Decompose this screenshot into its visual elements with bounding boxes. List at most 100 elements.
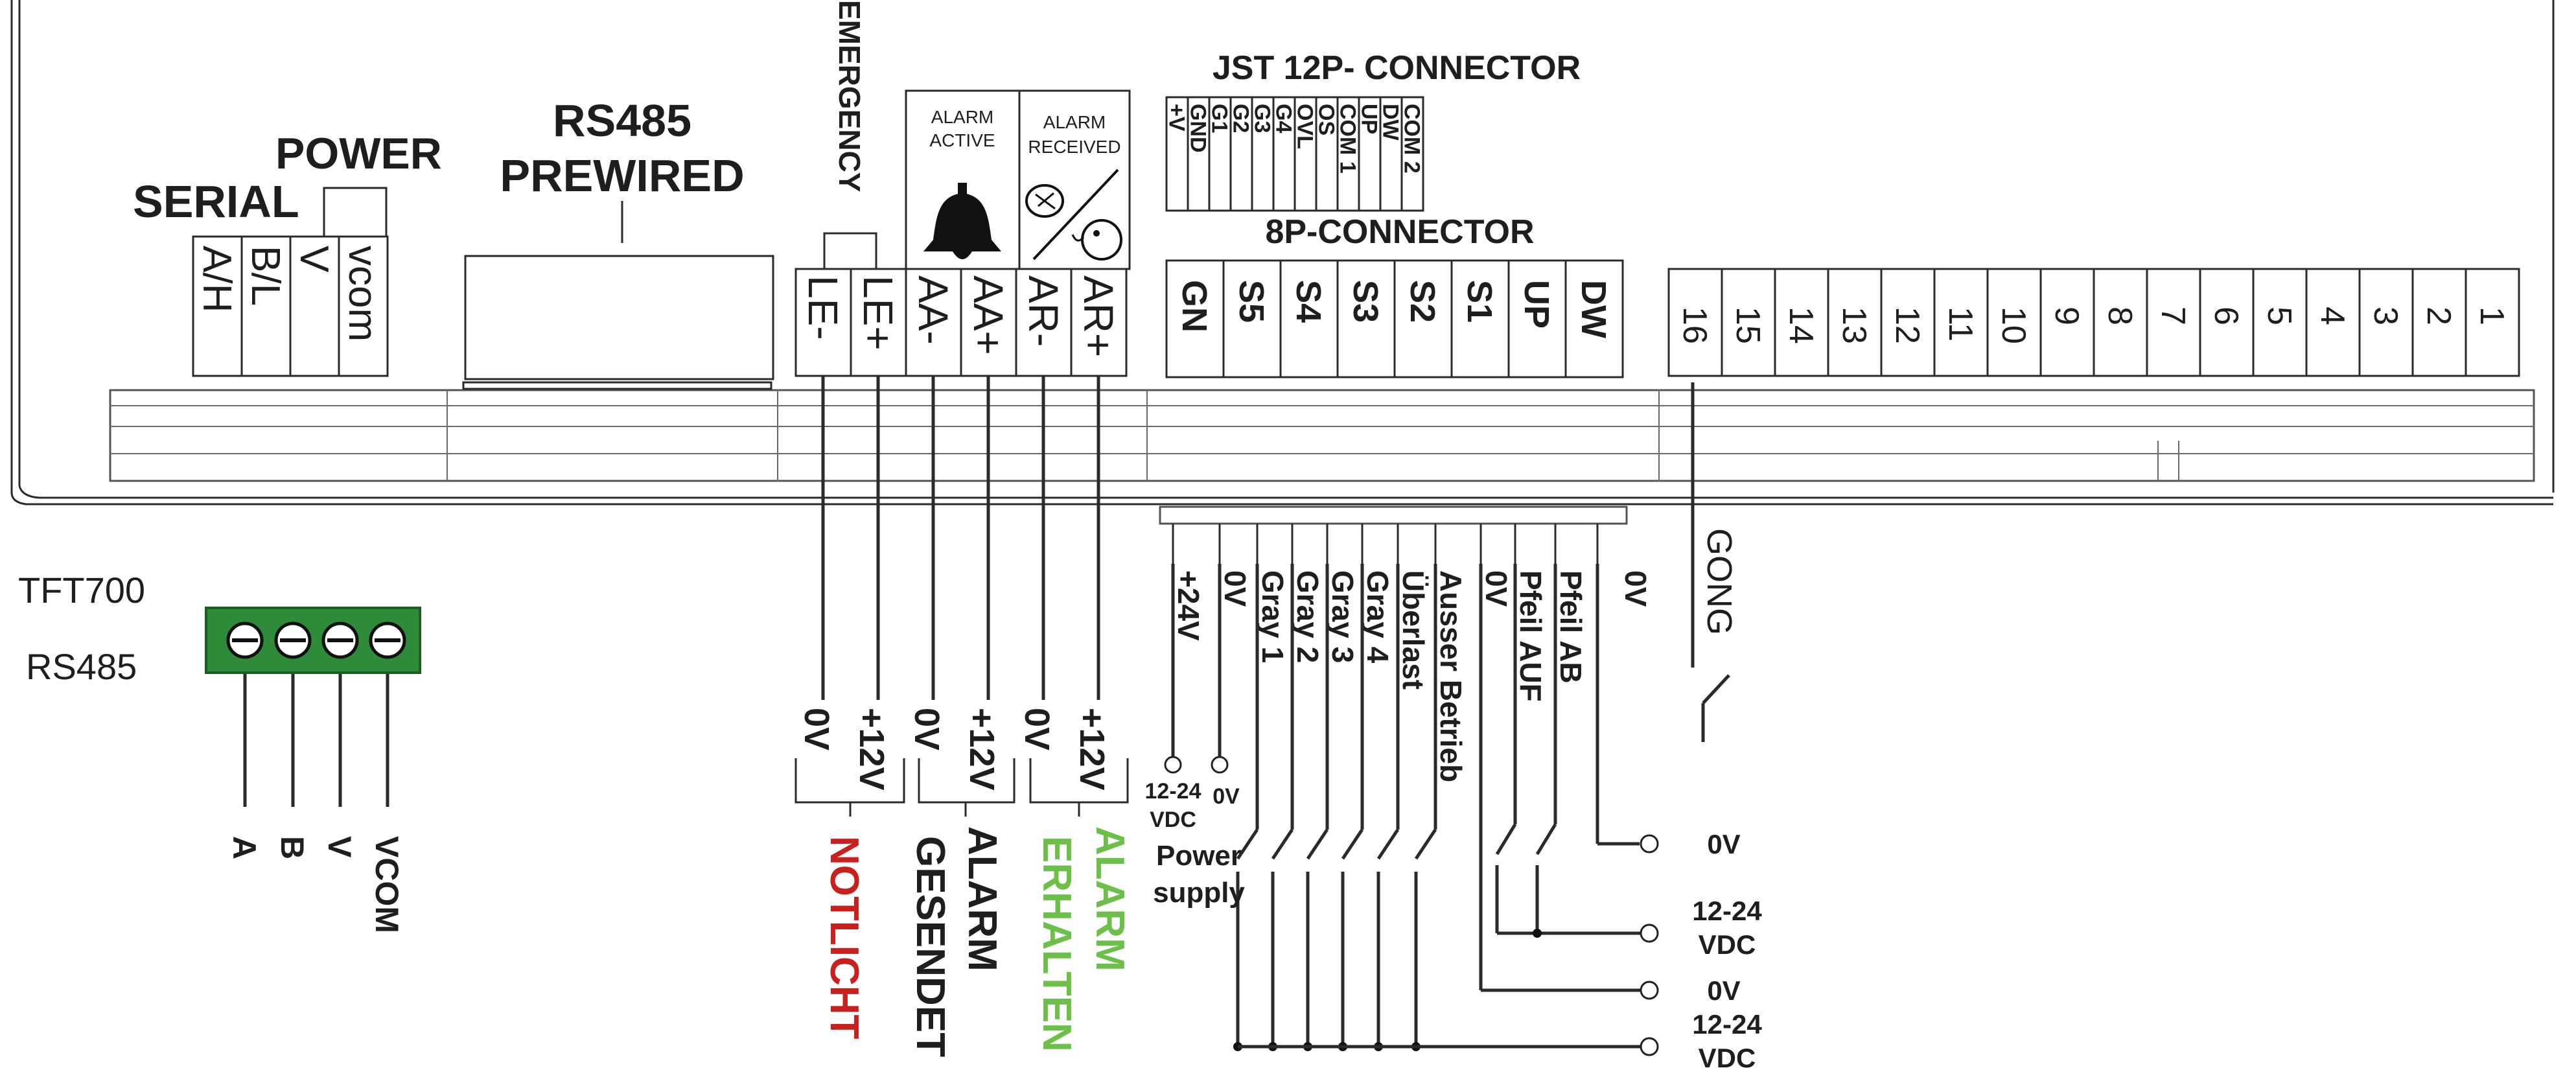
gong-switch (1691, 382, 1730, 742)
power-supply-voltage-1: 12-24 (1145, 779, 1201, 804)
alarm-terminal-block: LE-LE+AA-AA+AR-AR+ (795, 268, 1128, 377)
jst-pin-cell-10 (1358, 96, 1382, 212)
supply-terminal-24v (1164, 756, 1182, 774)
conn8-pin-cell-7 (1507, 259, 1567, 378)
input-wire-label-8: Ausser Betrieb (1434, 570, 1468, 782)
terminal-cell-7 (1986, 268, 2042, 377)
bell-icon (923, 183, 1001, 259)
jst-pin-label-gnd: GND (1186, 104, 1211, 153)
terminal-label-3: 3 (2367, 307, 2404, 325)
alarm-terminal-label-aa: AA+ (965, 275, 1012, 355)
input-wire-label-11: Pfeil AB (1554, 570, 1588, 684)
alarm-received-label-1: ALARM (1043, 112, 1106, 132)
terminal-label-7: 7 (2154, 307, 2192, 325)
serial-terminal-label-vcom: vcom (340, 246, 385, 342)
jst-pin-label-g1: G1 (1207, 104, 1232, 133)
input-wire-label-4: Gray 2 (1291, 570, 1325, 663)
terminal-label-2: 2 (2420, 307, 2457, 325)
terminal-label-12: 12 (1888, 307, 1926, 344)
emergency-label: EMERGENCY (833, 0, 866, 192)
terminal-cell-1 (1667, 268, 1723, 377)
terminal-cell-16 (2465, 268, 2520, 377)
jst-pin-cell-4 (1229, 96, 1253, 212)
pfeil-contact-2 (1535, 823, 1557, 855)
rs485-prewired-connector (464, 255, 774, 380)
switch-contact-5 (1376, 828, 1400, 860)
input-wire-label-12: 0V (1619, 570, 1653, 607)
jst-pin-cell-7 (1294, 96, 1317, 212)
gong-label: GONG (1700, 528, 1739, 635)
input-wire-label-1: +24V (1172, 570, 1205, 641)
notlicht-label: NOTLICHT (822, 836, 866, 1040)
alarm-terminal-label-ar: AR- (1020, 275, 1067, 347)
acknowledged-icon (1025, 168, 1122, 261)
terminal-cell-13 (2305, 268, 2361, 377)
alarm-gesendet-label-1: ALARM (960, 826, 1004, 971)
terminal-label-8: 8 (2101, 307, 2139, 325)
controller-housing (10, 0, 2555, 525)
terminal-cell-14 (2358, 268, 2414, 377)
input-wire-label-7: Überlast (1397, 570, 1430, 690)
conn8-pin-label-s3: S3 (1346, 280, 1385, 323)
rs485-prewired-title: RS485 (553, 95, 691, 146)
right-terminal-3 (1640, 981, 1659, 1000)
serial-terminal-label-b-l: B/L (243, 246, 288, 306)
conn8-pin-cell-3 (1279, 259, 1339, 378)
jst-pin-cell-2 (1187, 96, 1211, 212)
terminal-label-10: 10 (1995, 307, 2032, 344)
alarm-wire-label-5: 0V (1017, 708, 1056, 750)
terminal-cell-8 (2039, 268, 2095, 377)
jst-pin-label-g3: G3 (1250, 104, 1275, 133)
power-supply-voltage-2: VDC (1150, 807, 1196, 832)
terminal-cell-10 (2146, 268, 2201, 377)
alarm-wire-label-2: +12V (852, 708, 891, 791)
terminal-cell-5 (1880, 268, 1936, 377)
conn8-pin-label-s2: S2 (1403, 280, 1442, 323)
terminal-label-11: 11 (1942, 307, 1979, 342)
conn8-pin-label-dw: DW (1574, 280, 1613, 338)
terminal-label-6: 6 (2207, 307, 2245, 325)
conn8-pin-cell-4 (1336, 259, 1396, 378)
power-supply-label-1: Power (1156, 840, 1242, 872)
switch-contact-4 (1341, 828, 1364, 860)
alarm-terminal-label-le: LE+ (855, 275, 901, 351)
jst-pin-cell-9 (1336, 96, 1360, 212)
jst-connector-title: JST 12P- CONNECTOR (1213, 49, 1581, 87)
conn8-pin-cell-5 (1393, 259, 1453, 378)
tft-wire-label-a: A (226, 836, 262, 859)
alarm-active-label-2: ACTIVE (929, 130, 995, 150)
right-terminal-label-4-b: VDC (1699, 1043, 1756, 1073)
jst-pin-label-v: +V (1165, 104, 1189, 132)
alarm-active-label-1: ALARM (931, 107, 993, 127)
alarm-terminal-label-ar: AR+ (1075, 275, 1122, 357)
right-terminal-4 (1640, 1037, 1659, 1056)
alarm-received-label-2: RECEIVED (1028, 137, 1120, 157)
alarm-wire-label-1: 0V (797, 708, 836, 750)
terminal-cell-4 (1827, 268, 1883, 377)
conn8-pin-label-gn: GN (1175, 280, 1214, 332)
alarm-wire-label-3: 0V (907, 708, 946, 750)
input-wire-label-5: Gray 3 (1326, 570, 1360, 663)
input-wire-label-9: 0V (1479, 570, 1513, 607)
jst-pin-cell-8 (1315, 96, 1339, 212)
alarm-terminal-cell-4 (960, 268, 1017, 377)
8p-connector-title: 8P-CONNECTOR (1265, 213, 1534, 251)
conn8-pin-cell-2 (1222, 259, 1282, 378)
serial-label: SERIAL (133, 176, 299, 227)
tft-wire-label-v: V (321, 836, 358, 858)
terminal-label-14: 14 (1782, 307, 1820, 344)
terminal-label-15: 15 (1729, 307, 1767, 344)
serial-terminal-label-v: V (292, 246, 336, 273)
switch-contact-2 (1271, 828, 1294, 860)
terminal-cell-15 (2411, 268, 2467, 377)
power-label: POWER (275, 129, 442, 178)
conn8-pin-cell-6 (1450, 259, 1510, 378)
switch-contact-6 (1414, 828, 1437, 860)
